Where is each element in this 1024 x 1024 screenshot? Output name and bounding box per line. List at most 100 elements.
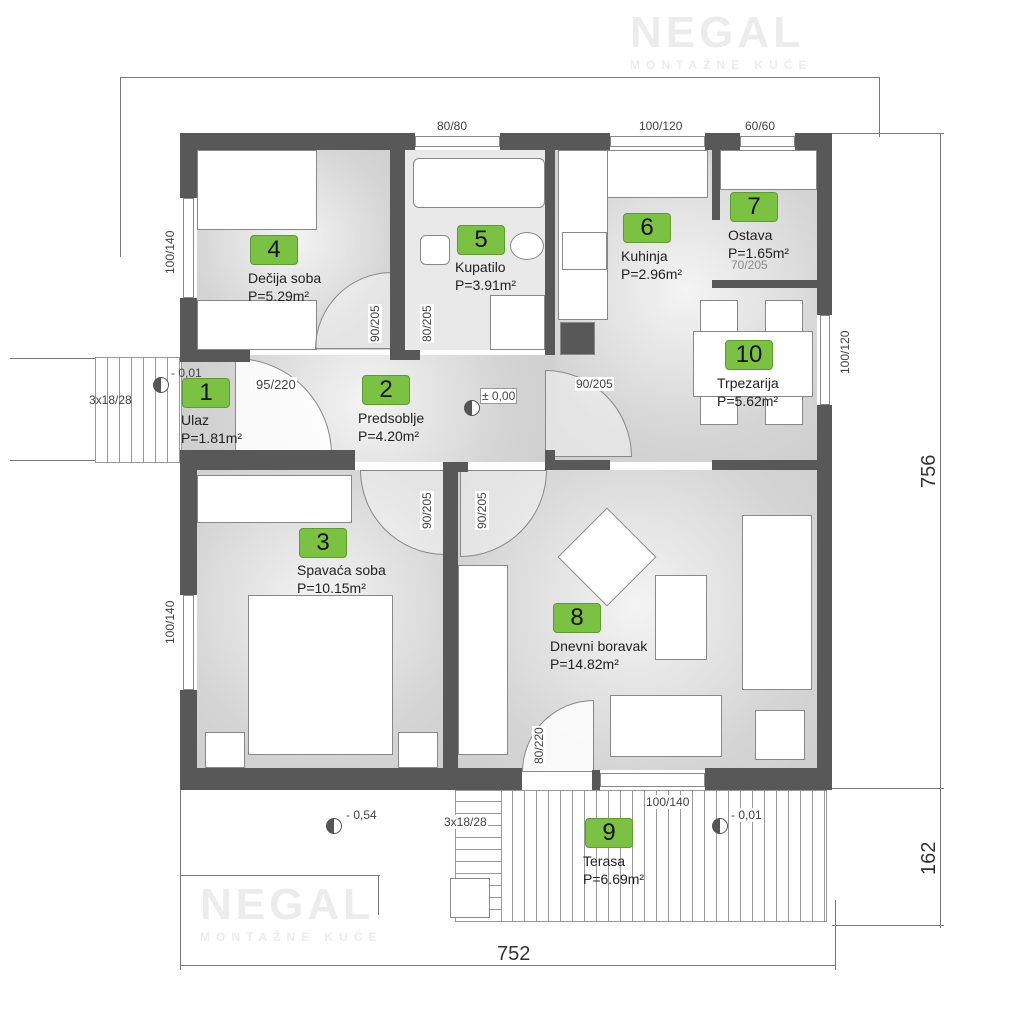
site-line [120, 77, 880, 78]
window-kitchen[interactable] [610, 136, 705, 147]
room-area: P=6.69m² [583, 871, 645, 887]
wall [705, 133, 740, 150]
stove [562, 232, 607, 270]
entry-stairs [95, 357, 182, 463]
room-area: P=3.91m² [455, 277, 517, 293]
wall [712, 280, 817, 288]
window-dining[interactable] [820, 315, 830, 405]
wall [443, 462, 458, 770]
window-label: 100/140 [163, 599, 177, 645]
chimney [560, 322, 595, 355]
window-label: 100/140 [163, 229, 177, 275]
door-label: 90/205 [575, 377, 614, 391]
site-line [879, 77, 880, 137]
room-name: Ostava [728, 227, 773, 243]
room-badge: 8 [553, 603, 601, 633]
shower [490, 295, 545, 350]
room-area: P=5.62m² [717, 393, 779, 409]
stairs-label: 3x18/28 [89, 393, 132, 407]
room-area: P=10.15m² [297, 580, 366, 596]
wall [592, 770, 600, 790]
door-label: 90/205 [368, 304, 382, 343]
wall [443, 462, 468, 472]
stairs-label: 3x18/28 [443, 815, 488, 829]
door-label: 95/220 [255, 377, 297, 392]
dimension-line [835, 900, 836, 970]
window-bathroom[interactable] [415, 136, 500, 147]
level-marker-icon [153, 377, 169, 393]
room-area: P=2.96m² [621, 266, 683, 282]
level-label: - 0,01 [171, 366, 202, 380]
room-badge: 1 [182, 378, 230, 408]
room-badge: 10 [725, 340, 773, 370]
room-badge: 9 [585, 818, 633, 848]
site-line [120, 77, 121, 257]
room-badge: 5 [457, 225, 505, 255]
terrace-dimension: 162 [918, 841, 940, 875]
window-pantry[interactable] [740, 136, 795, 147]
level-label: ± 0,00 [480, 388, 518, 404]
room-name: Terasa [583, 853, 626, 869]
nightstand [398, 732, 438, 768]
wall [817, 133, 832, 315]
dimension-line [180, 790, 181, 970]
window-bedroom[interactable] [183, 595, 194, 690]
room-name: Kupatilo [455, 259, 506, 275]
dimension-line [940, 133, 941, 928]
pantry-shelf [720, 150, 817, 190]
tv-cabinet [458, 565, 508, 755]
wall [705, 768, 832, 790]
dimension-line [832, 788, 944, 789]
wall [180, 133, 197, 198]
wall [180, 350, 250, 362]
window-label: 80/80 [436, 119, 469, 133]
room-name: Dečija soba [248, 270, 322, 286]
door-label: 90/205 [420, 491, 434, 530]
room-badge: 2 [362, 375, 410, 405]
dimension-line [180, 965, 835, 966]
door-label: 90/205 [475, 491, 489, 530]
toilet [420, 235, 450, 265]
room-area: P=4.20m² [358, 428, 420, 444]
room-area: P=1.81m² [181, 430, 243, 446]
sink [510, 232, 544, 260]
site-line [10, 358, 95, 359]
wall [180, 768, 522, 790]
window-living[interactable] [600, 773, 705, 787]
dimension-line [832, 925, 944, 926]
wall [180, 690, 197, 780]
door-label: 80/220 [532, 726, 546, 765]
wall [180, 450, 355, 470]
wall [712, 460, 832, 470]
site-line [378, 875, 379, 915]
wall [390, 150, 405, 360]
nightstand [205, 732, 245, 768]
wall [180, 450, 197, 595]
depth-dimension: 756 [918, 454, 940, 488]
coffee-table [655, 575, 707, 660]
room-name: Kuhinja [621, 248, 668, 264]
plant [755, 710, 805, 760]
window-kids[interactable] [183, 198, 194, 298]
wardrobe [197, 150, 317, 230]
door-label: 80/205 [420, 304, 434, 343]
planter [450, 878, 490, 918]
room-name: Predsoblje [358, 410, 425, 426]
wall [545, 460, 610, 470]
double-bed [248, 595, 393, 755]
window-label: 60/60 [744, 119, 777, 133]
room-name: Dnevni boravak [550, 638, 648, 654]
wardrobe [197, 475, 352, 523]
wall [180, 298, 197, 360]
room-badge: 7 [730, 192, 778, 222]
wall [500, 133, 610, 150]
wall [180, 133, 415, 150]
terrace-deck [500, 790, 827, 922]
room-name: Ulaz [181, 412, 210, 428]
wall [817, 405, 832, 790]
bed-kids [197, 300, 317, 350]
sofa [610, 695, 722, 757]
room-name: Trpezarija [717, 375, 779, 391]
